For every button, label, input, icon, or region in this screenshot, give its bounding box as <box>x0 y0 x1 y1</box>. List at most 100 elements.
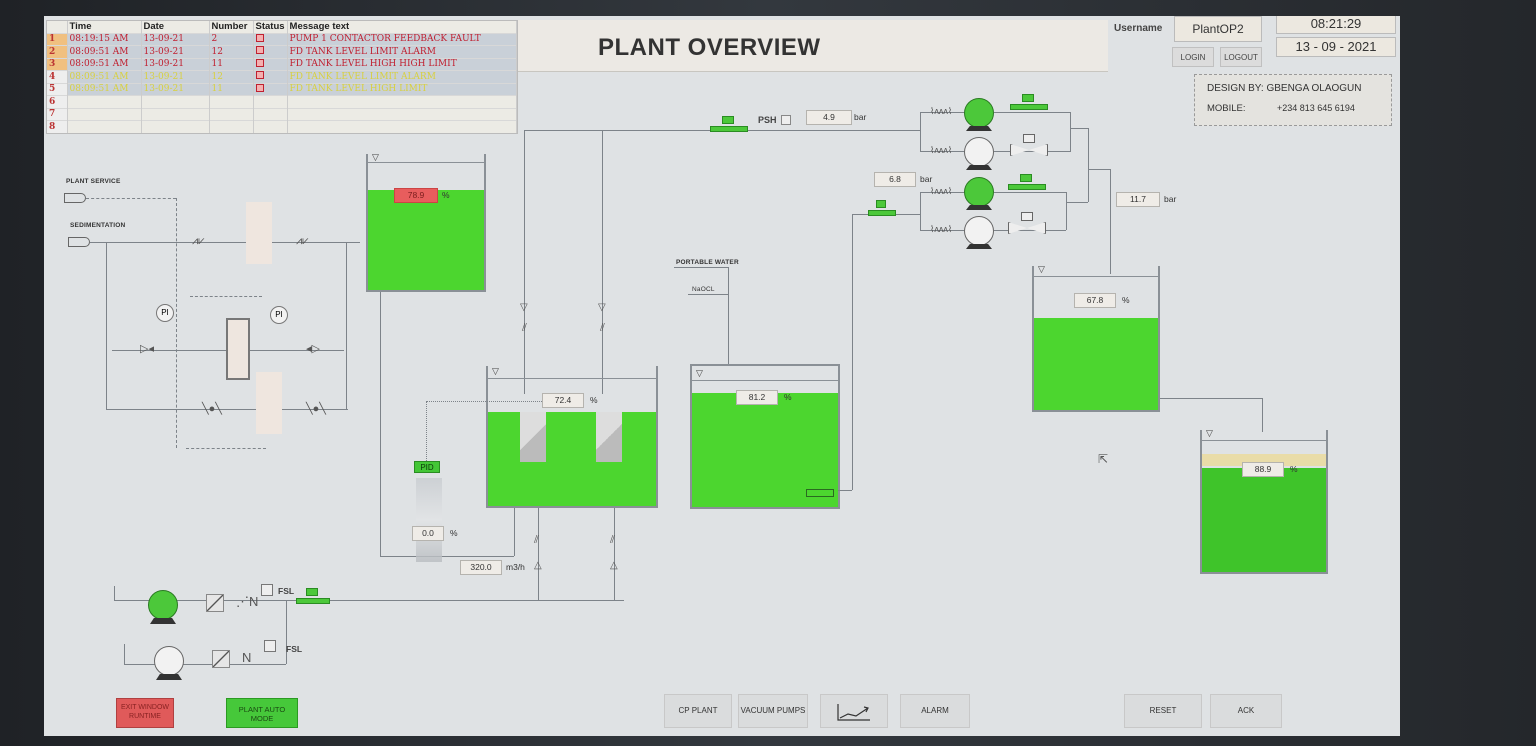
pipe <box>114 586 115 600</box>
logout-button[interactable]: LOGOUT <box>1220 47 1262 67</box>
check-valve-icon: ⩘⩗ <box>192 235 205 247</box>
pipe <box>674 267 728 268</box>
alarm-col-status: Status <box>253 21 288 33</box>
pump-icon <box>964 177 994 207</box>
feed-pump-2-stopped[interactable] <box>154 646 184 680</box>
pipe <box>838 490 852 491</box>
booster-pump-3-running[interactable] <box>964 177 994 210</box>
pressure-indicator-pi[interactable]: PI <box>270 306 288 324</box>
tank-5-high-band <box>1202 454 1326 466</box>
tank-2-filter[interactable]: ▽ <box>486 366 658 508</box>
login-button[interactable]: LOGIN <box>1172 47 1214 67</box>
username-label: Username <box>1114 23 1163 34</box>
alarm-row[interactable]: 3 08:09:51 AM 13-09-21 11 FD TANK LEVEL … <box>47 57 518 71</box>
pipe <box>1066 192 1067 230</box>
fsl-label: FSL <box>278 586 295 596</box>
tank-5-fill <box>1202 468 1326 572</box>
alarm-time: 08:09:51 AM <box>67 45 142 58</box>
filter-media-icon <box>520 412 546 462</box>
actuator-icon <box>1023 134 1035 143</box>
pressure-indicator-pi[interactable]: PI <box>156 304 174 322</box>
alarm-number: 12 <box>209 45 254 58</box>
mobile-label: MOBILE: <box>1207 103 1246 114</box>
alarm-row[interactable]: 5 08:09:51 AM 13-09-21 11 FD TANK LEVEL … <box>47 82 518 96</box>
pump-icon <box>154 646 184 676</box>
pipe <box>614 508 615 600</box>
alarm-row[interactable]: 2 08:09:51 AM 13-09-21 12 FD TANK LEVEL … <box>47 45 518 58</box>
pipe <box>1070 112 1071 152</box>
tank-4-fill <box>1034 318 1158 410</box>
alarm-date: 13-09-21 <box>141 45 210 58</box>
control-signal-line <box>426 401 427 461</box>
alarm-index: 4 <box>47 70 68 83</box>
alarm-message: FD TANK LEVEL HIGH LIMIT <box>287 82 518 96</box>
feed-pump-1-running[interactable] <box>148 590 178 624</box>
alarm-date: 13-09-21 <box>141 70 210 83</box>
check-valve-icon: ⫽ <box>600 322 605 334</box>
pipe <box>920 192 921 230</box>
psh-label: PSH <box>758 115 777 125</box>
valve-body-icon <box>1008 184 1046 190</box>
alarm-status <box>253 82 288 96</box>
pump-base <box>966 244 992 249</box>
pipe <box>1262 398 1263 432</box>
tank-1[interactable]: ▽ <box>366 152 486 292</box>
alarm-index: 7 <box>47 107 68 121</box>
alarm-col-date: Date <box>141 21 210 33</box>
alarm-time: 08:09:51 AM <box>67 70 142 83</box>
username-field[interactable]: PlantOP2 <box>1174 16 1262 42</box>
tank-4[interactable]: ▽ <box>1032 264 1160 412</box>
check-valve-icon: ╲●╲ <box>202 403 222 415</box>
trend-button[interactable] <box>820 694 888 728</box>
reset-button[interactable]: RESET <box>1124 694 1202 728</box>
cp-plant-button[interactable]: CP PLANT <box>664 694 732 728</box>
pipe <box>688 294 728 295</box>
alarm-row[interactable]: 4 08:09:51 AM 13-09-21 12 FD TANK LEVEL … <box>47 70 518 83</box>
exit-runtime-button[interactable]: EXIT WINDOW RUNTIME <box>116 698 174 728</box>
ack-button[interactable]: ACK <box>1210 694 1282 728</box>
fsl-indicator <box>261 584 273 596</box>
pressure-psh-unit: bar <box>854 112 867 122</box>
designer-info: DESIGN BY: GBENGA OLAOGUN MOBILE: +234 8… <box>1194 74 1392 126</box>
flow-unit: m3/h <box>506 562 525 572</box>
flow-value: 320.0 <box>460 560 502 575</box>
pipe <box>124 664 286 665</box>
pressure-mid-value: 6.8 <box>874 172 916 187</box>
alarm-number: 12 <box>209 70 254 83</box>
control-valve-icon[interactable] <box>416 478 442 562</box>
booster-pump-4-stopped[interactable] <box>964 216 994 249</box>
tank-1-fill <box>368 190 484 290</box>
pipe <box>920 192 964 193</box>
plant-auto-mode-button[interactable]: PLANT AUTO MODE <box>226 698 298 728</box>
alarm-row[interactable]: 1 08:19:15 AM 13-09-21 2 PUMP 1 CONTACTO… <box>47 32 518 46</box>
alarm-status-icon <box>255 33 264 42</box>
pressure-mid-unit: bar <box>920 174 933 184</box>
pipe <box>994 230 1066 231</box>
alarm-button[interactable]: ALARM <box>900 694 970 728</box>
tank-top-line <box>488 378 656 379</box>
alarm-date: 13-09-21 <box>141 82 210 96</box>
pipe <box>1070 128 1088 129</box>
booster-pump-1-running[interactable] <box>964 98 994 131</box>
vacuum-pumps-button[interactable]: VACUUM PUMPS <box>738 694 808 728</box>
check-valve-icon: ⩘⩗ <box>296 235 309 247</box>
valve-body-icon <box>1010 104 1048 110</box>
control-signal-line <box>426 401 542 402</box>
alarm-date: 13-09-21 <box>141 57 210 71</box>
tank-3-portable-water[interactable]: ▽ <box>690 364 840 509</box>
pid-controller-badge[interactable]: PID <box>414 461 440 473</box>
clock-time: 08:21:29 <box>1276 16 1396 34</box>
check-valve-icon: ⋰N <box>236 594 259 609</box>
actuator-icon <box>1020 174 1032 182</box>
tank-top-line <box>692 380 838 381</box>
reducer-icon: ▽ <box>598 302 606 313</box>
valve-body-icon <box>710 126 748 132</box>
mobile-number: +234 813 645 6194 <box>1277 103 1355 113</box>
tank-5[interactable]: ▽ <box>1200 428 1328 574</box>
pipe <box>514 506 515 556</box>
booster-pump-2-stopped[interactable] <box>964 137 994 170</box>
pipe <box>994 192 1066 193</box>
actuator-icon <box>1022 94 1034 102</box>
page-title: PLANT OVERVIEW <box>598 34 821 61</box>
tank-4-level-unit: % <box>1122 295 1130 305</box>
